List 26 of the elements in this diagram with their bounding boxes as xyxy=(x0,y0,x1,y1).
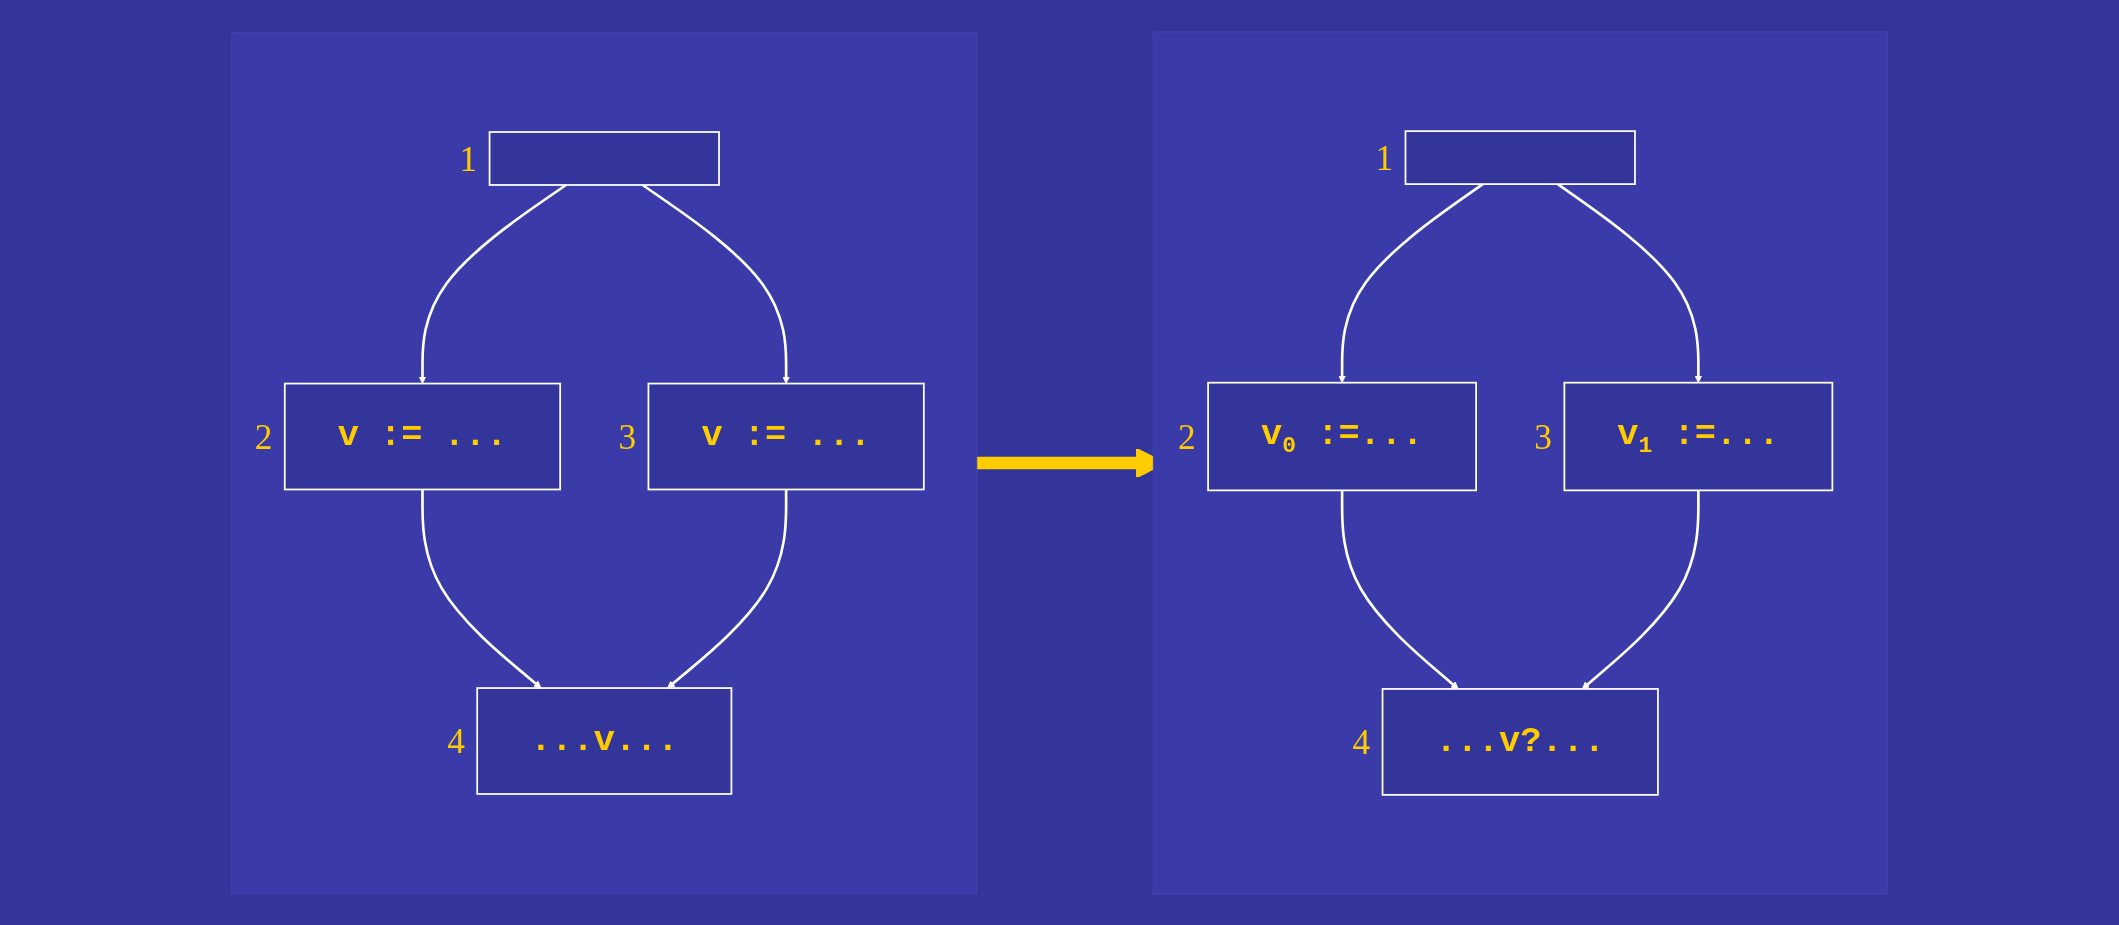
block-number: 2 xyxy=(1178,417,1196,457)
block-number: 1 xyxy=(1375,138,1394,178)
arrow xyxy=(418,183,567,384)
arrow xyxy=(1340,489,1459,689)
block-number: 3 xyxy=(618,417,637,457)
block-number: 4 xyxy=(1352,722,1371,762)
node-box: v := ... xyxy=(283,382,562,490)
arrow xyxy=(1556,182,1703,383)
arrow xyxy=(421,489,542,688)
arrow xyxy=(667,489,788,688)
node-box: ...v... xyxy=(476,686,733,795)
node-box xyxy=(1404,129,1636,185)
arrow xyxy=(1338,182,1484,383)
node-box: v$_{1}$ :=... xyxy=(1563,381,1834,491)
block-number: 3 xyxy=(1534,417,1552,457)
node-box: ...v?... xyxy=(1381,687,1659,796)
node-box xyxy=(488,130,720,186)
node-box: v := ... xyxy=(647,382,925,490)
block-number: 1 xyxy=(459,139,478,179)
arrow xyxy=(1581,489,1700,689)
cluster xyxy=(231,31,978,894)
cluster xyxy=(1152,30,1888,895)
block-number: 4 xyxy=(447,721,465,761)
arrow xyxy=(641,183,790,384)
block-number: 2 xyxy=(254,417,273,457)
node-box: v$_{0}$ :=... xyxy=(1207,381,1477,491)
